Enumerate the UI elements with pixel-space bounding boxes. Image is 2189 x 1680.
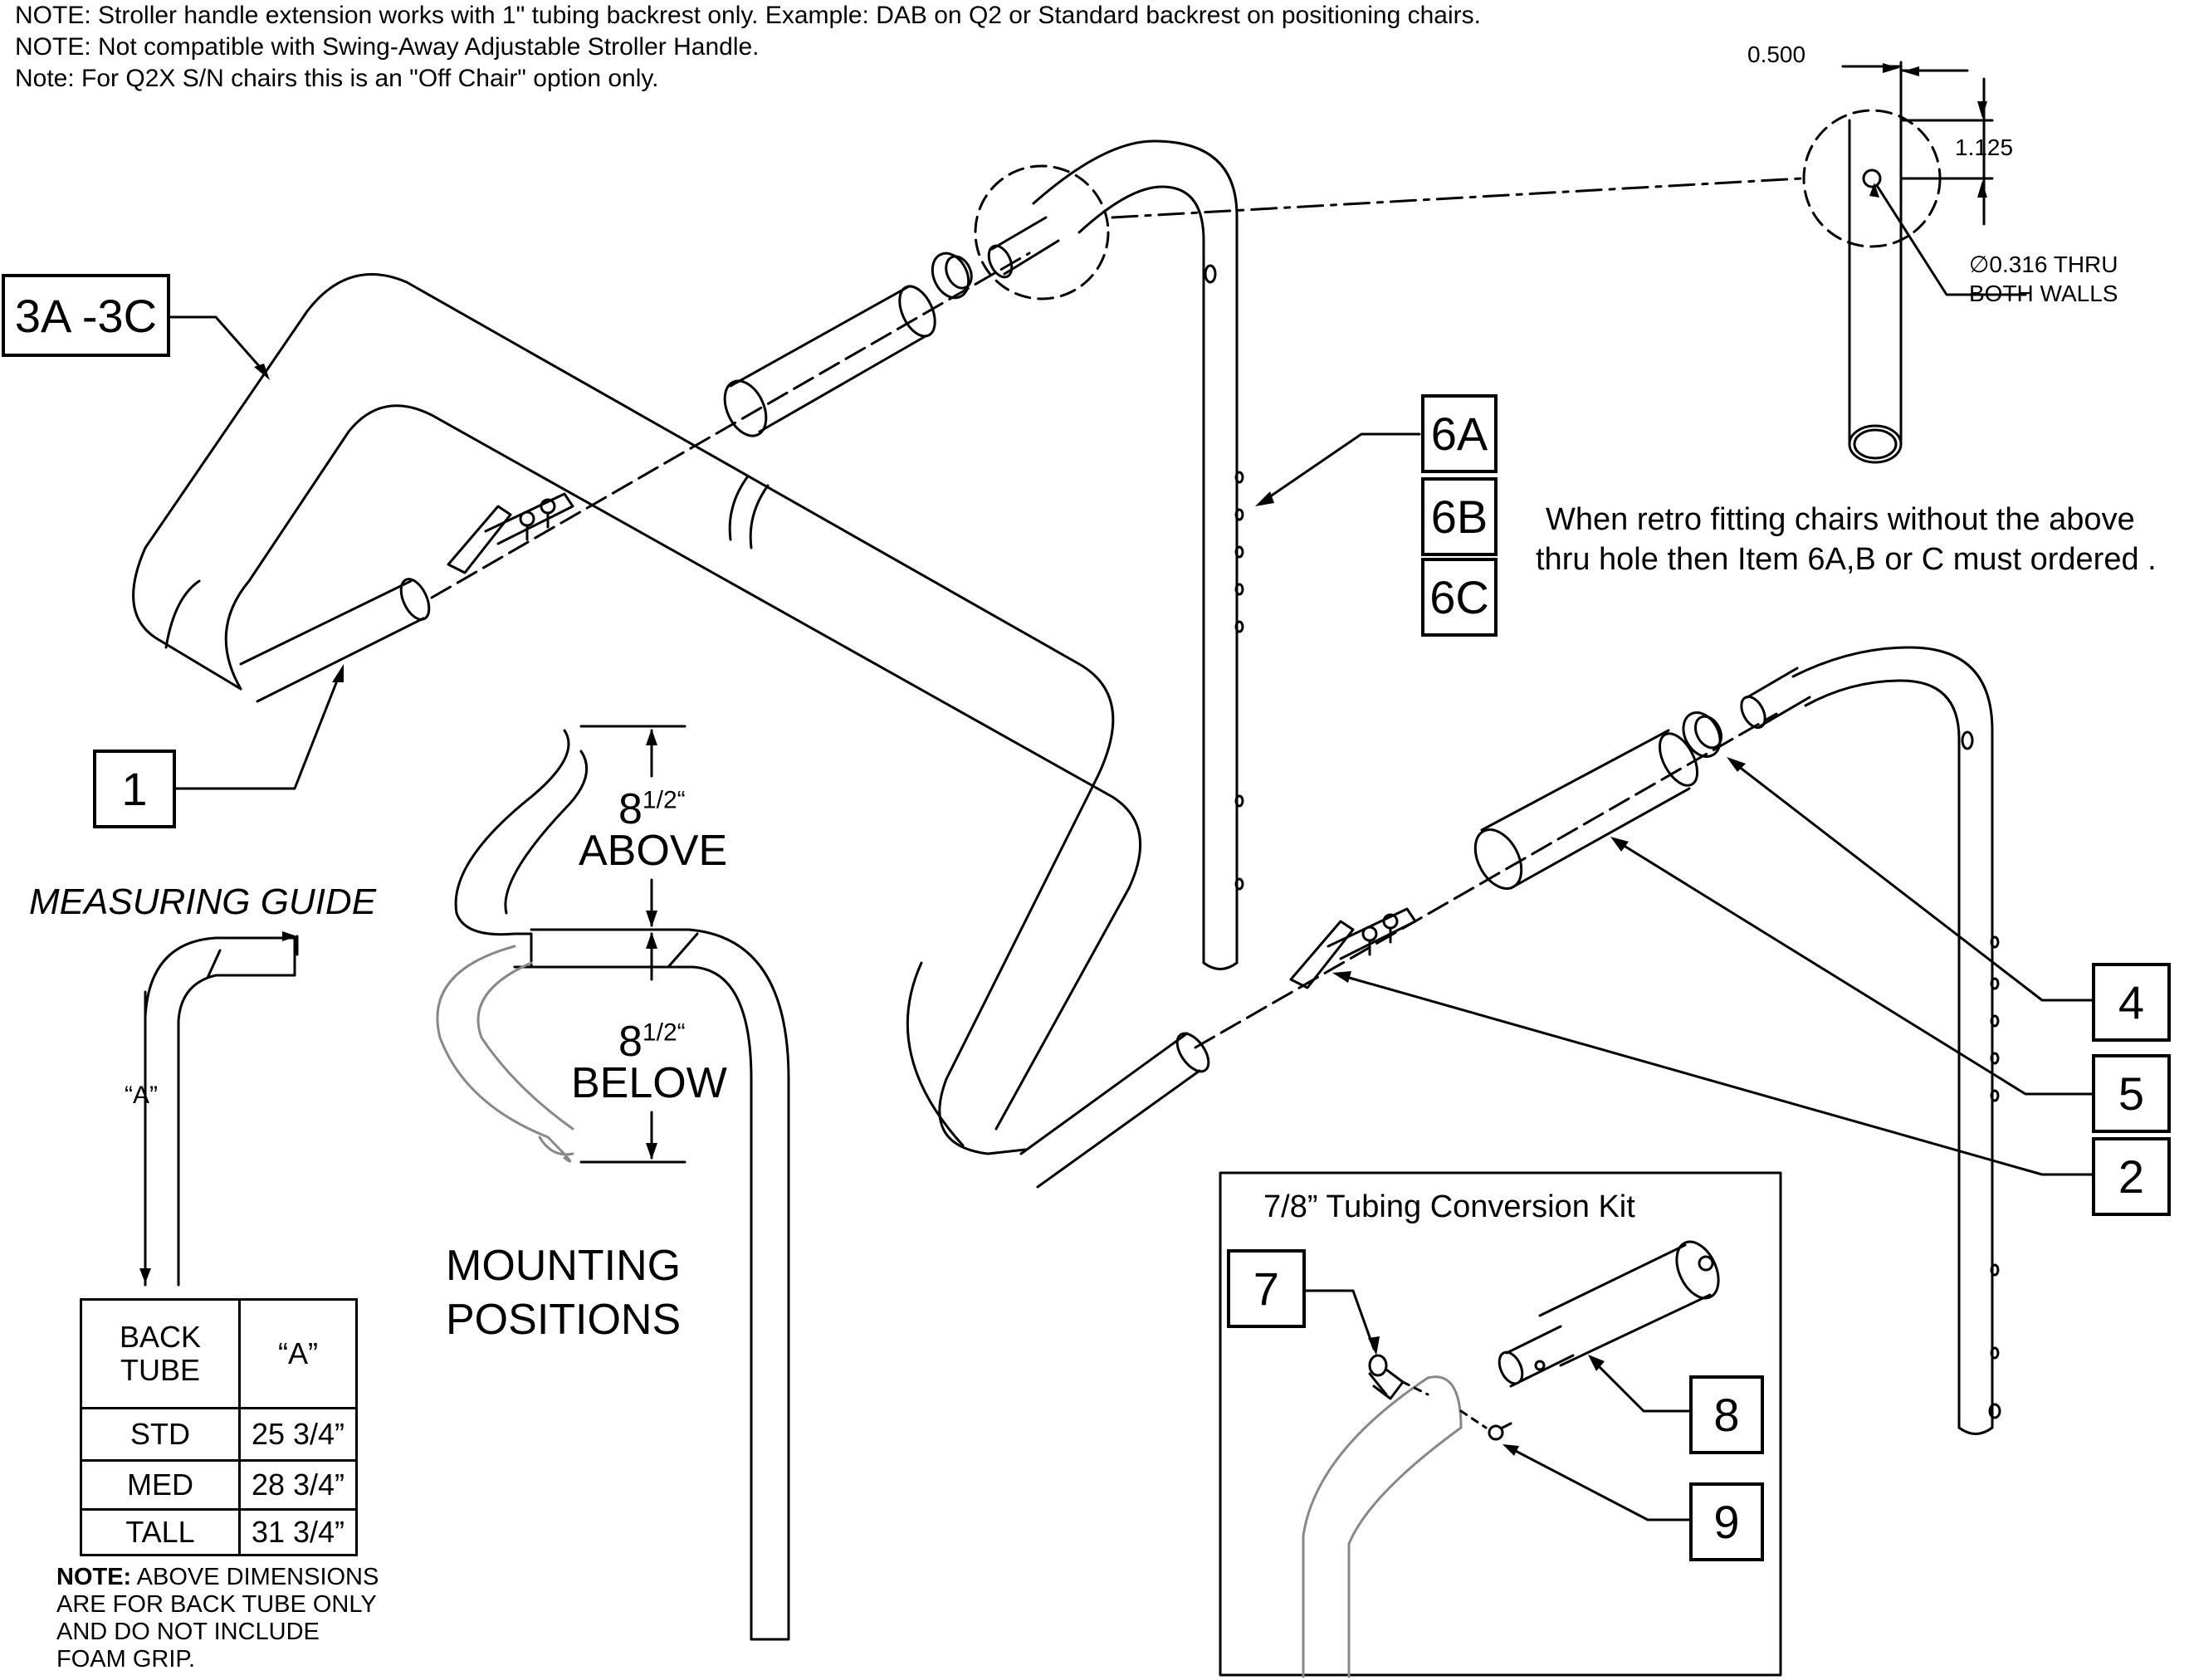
callout-2: 2 <box>2092 1137 2171 1216</box>
tube-sleeve-upper <box>723 216 1060 437</box>
mounting-figure-below <box>436 945 574 1163</box>
callout-4: 4 <box>2092 963 2171 1042</box>
guide-tube <box>144 935 299 1287</box>
table-row: TALL 31 3/4” <box>80 1508 358 1556</box>
above-measure: 81/2“ <box>618 784 686 834</box>
dim-width: 0.500 <box>1747 42 1806 67</box>
table-cell-a: 25 3/4” <box>238 1407 358 1462</box>
hole-spec-2: BOTH WALLS <box>1969 281 2118 306</box>
callout-7: 7 <box>1227 1249 1306 1328</box>
above-number: 8 <box>618 785 643 833</box>
guide-note: NOTE: ABOVE DIMENSIONS ARE FOR BACK TUBE… <box>56 1564 379 1673</box>
callout-6a: 6A <box>1421 394 1498 473</box>
table-row: MED 28 3/4” <box>80 1459 358 1511</box>
mounting-title-2: POSITIONS <box>446 1296 682 1344</box>
clamp-right <box>1289 907 1417 989</box>
note-2: NOTE: Not compatible with Swing-Away Adj… <box>15 33 760 61</box>
callout-8: 8 <box>1689 1375 1764 1454</box>
detail-view <box>1802 61 2027 464</box>
note-3: Note: For Q2X S/N chairs this is an "Off… <box>15 65 659 92</box>
kit-parts <box>1368 1240 1720 1441</box>
table-cell-a: 28 3/4” <box>238 1459 358 1511</box>
mounting-title-1: MOUNTING <box>446 1242 682 1290</box>
callout-3a-3c: 3A -3C <box>2 274 170 357</box>
retrofit-line-1: When retro fitting chairs without the ab… <box>1546 502 2135 537</box>
above-fraction: 1/2“ <box>642 786 686 814</box>
stroller-handle-lower <box>906 961 1210 1189</box>
retrofit-line-2: thru hole then Item 6A,B or C must order… <box>1536 542 2157 577</box>
kit-title: 7/8” Tubing Conversion Kit <box>1263 1189 1635 1224</box>
guide-a-label: “A” <box>125 1082 158 1109</box>
guide-note-line-3: AND DO NOT INCLUDE <box>56 1619 320 1645</box>
back-tube-table: BACK TUBE “A” STD 25 3/4” MED 28 3/4” TA… <box>80 1298 358 1556</box>
table-row: STD 25 3/4” <box>80 1407 358 1462</box>
guide-note-rest: ABOVE DIMENSIONS <box>131 1564 379 1590</box>
callout-6b: 6B <box>1421 477 1498 556</box>
hole-spec: ∅0.316 THRU <box>1969 252 2118 277</box>
callout-9: 9 <box>1689 1482 1764 1561</box>
table-cell-tube: MED <box>80 1459 241 1511</box>
dim-height: 1.125 <box>1955 134 2014 160</box>
clamp-left <box>447 492 574 574</box>
kit-tube <box>1302 1375 1463 1678</box>
above-label: ABOVE <box>579 827 728 875</box>
table-cell-a: 31 3/4” <box>238 1508 358 1556</box>
header-a: “A” <box>238 1298 358 1409</box>
callout-6c: 6C <box>1421 558 1498 637</box>
below-fraction: 1/2“ <box>642 1018 686 1047</box>
note-1: NOTE: Stroller handle extension works wi… <box>15 2 1481 29</box>
measuring-guide-title: MEASURING GUIDE <box>29 882 377 922</box>
foam-grip-upper <box>239 578 431 703</box>
guide-note-bold: NOTE: <box>56 1564 132 1590</box>
header-back-tube: BACK TUBE <box>80 1298 241 1409</box>
guide-note-line-2: ARE FOR BACK TUBE ONLY <box>56 1591 377 1618</box>
header-back-tube-text: BACK TUBE <box>119 1320 202 1387</box>
callout-5: 5 <box>2092 1054 2171 1133</box>
below-label: BELOW <box>571 1059 727 1107</box>
callout-1: 1 <box>93 750 176 828</box>
table-header-row: BACK TUBE “A” <box>80 1298 358 1409</box>
table-cell-tube: TALL <box>80 1508 241 1556</box>
below-number: 8 <box>618 1018 643 1066</box>
guide-note-line-4: FOAM GRIP. <box>56 1646 196 1673</box>
back-tube-upper <box>1032 139 1244 970</box>
mounting-figure <box>454 725 790 1641</box>
guide-note-line-1: NOTE: ABOVE DIMENSIONS <box>56 1564 379 1591</box>
table-cell-tube: STD <box>80 1407 241 1462</box>
below-measure: 81/2“ <box>618 1017 686 1067</box>
back-tube-lower <box>1791 646 2001 1435</box>
leader-lines <box>169 315 2094 1521</box>
tube-sleeve-lower <box>1473 667 1811 890</box>
